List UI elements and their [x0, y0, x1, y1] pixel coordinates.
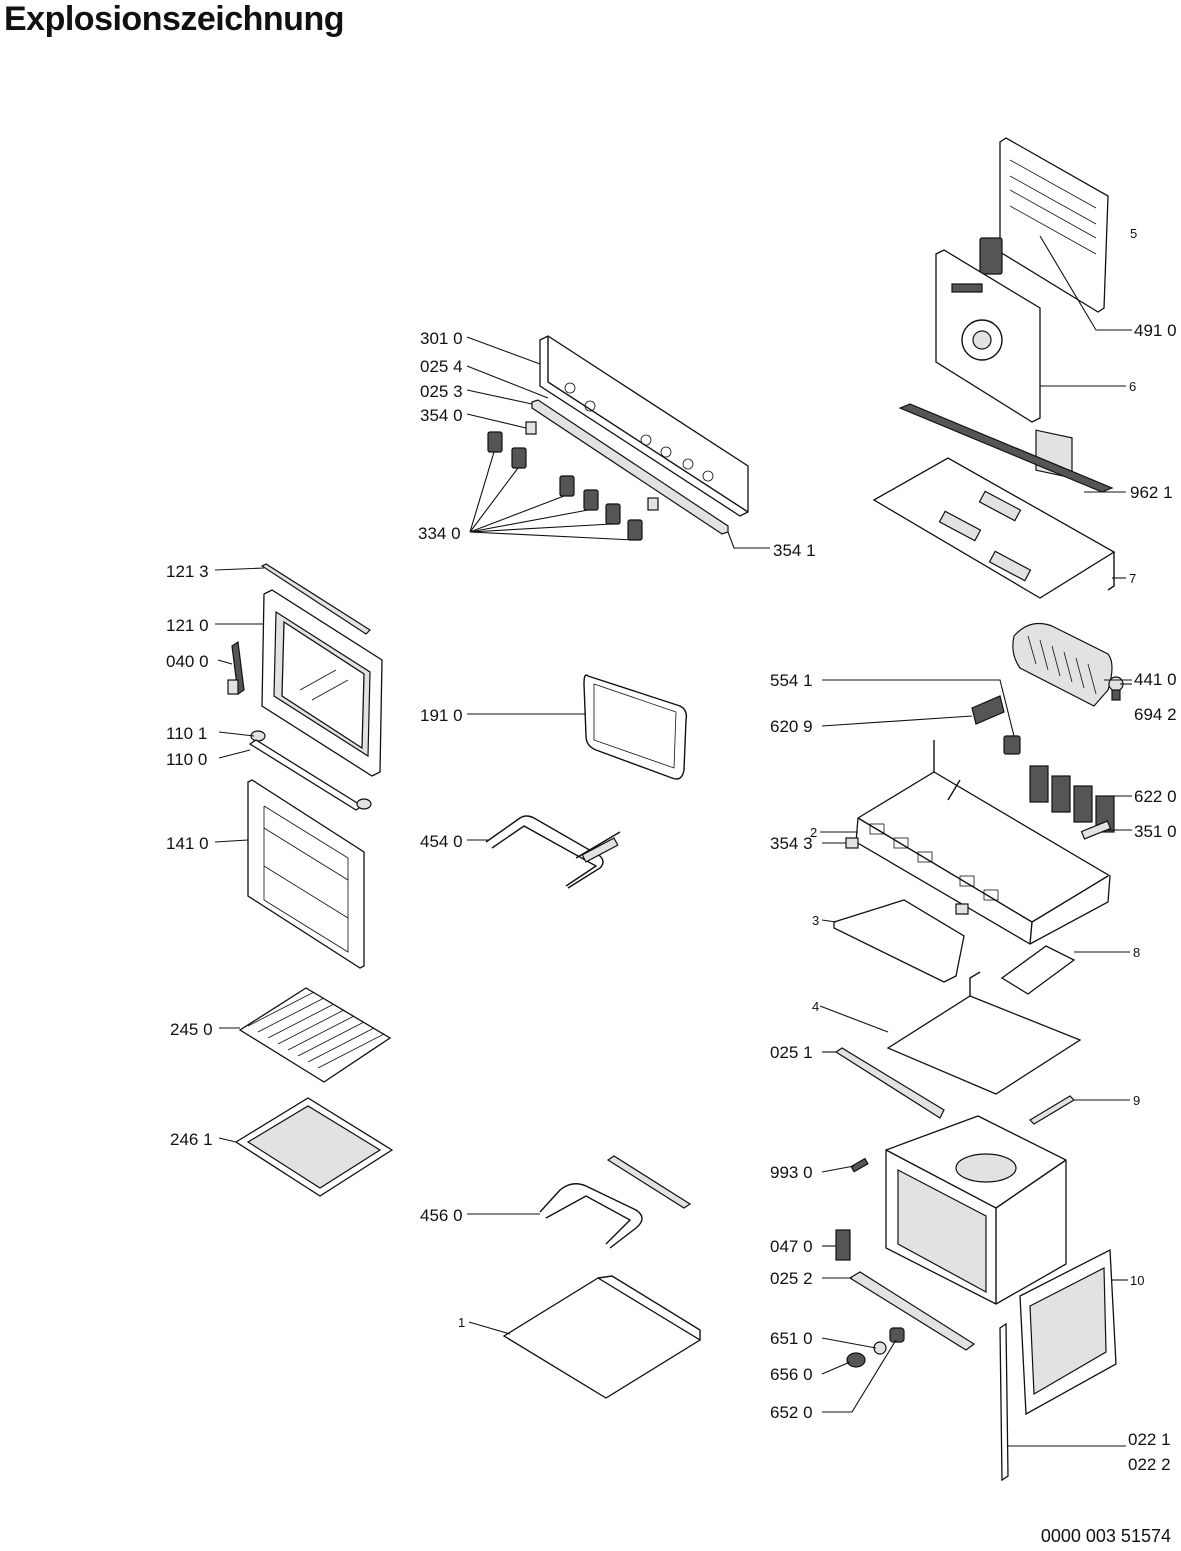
callout-121-0: 121 0: [166, 616, 209, 635]
door-inner-frame-part: [261, 589, 383, 777]
top-heating-element-part: [485, 815, 621, 889]
callout-301-0: 301 0: [420, 329, 463, 348]
door-hinge-part: [227, 640, 245, 696]
callout-2: 2: [810, 825, 817, 840]
bottom-heating-element-part: [539, 1155, 692, 1249]
callout-8: 8: [1133, 945, 1140, 960]
bottom-cover-plate-part: [502, 1275, 702, 1399]
thermostat-part: [971, 695, 1005, 725]
callout-246-1: 246 1: [170, 1130, 213, 1149]
callout-962-1: 962 1: [1130, 483, 1173, 502]
callout-10: 10: [1130, 1273, 1144, 1288]
callout-5: 5: [1130, 226, 1137, 241]
outer-door-glass-part: [247, 779, 365, 969]
clip-part: [835, 1157, 869, 1261]
callout-656-0: 656 0: [770, 1365, 813, 1384]
lamp-holder-part: [1080, 820, 1112, 840]
door-seal-part: [583, 674, 688, 780]
callout-354-3: 354 3: [770, 834, 813, 853]
wire-rack-part: [238, 987, 392, 1083]
control-panel-part: [539, 335, 749, 517]
callout-6: 6: [1129, 379, 1136, 394]
hinge-rail-part: [999, 1322, 1009, 1482]
seal-strip-part: [898, 403, 1114, 493]
callout-354-1: 354 1: [773, 541, 816, 560]
callout-110-1: 110 1: [166, 724, 207, 743]
callout-1: 1: [458, 1315, 465, 1330]
callout-022-1: 022 1: [1128, 1430, 1171, 1449]
callout-456-0: 456 0: [420, 1206, 463, 1225]
top-cover-plate-part: [872, 457, 1116, 599]
callout-3: 3: [812, 913, 819, 928]
knob-parts: [846, 1327, 905, 1368]
callout-047-0: 047 0: [770, 1237, 813, 1256]
callout-025-2: 025 2: [770, 1269, 813, 1288]
callout-025-3: 025 3: [420, 382, 463, 401]
callout-7: 7: [1129, 571, 1136, 586]
bracket-part: [1000, 945, 1076, 995]
callout-993-0: 993 0: [770, 1163, 813, 1182]
callout-025-1: 025 1: [770, 1043, 813, 1062]
callout-245-0: 245 0: [170, 1020, 213, 1039]
callout-622-0: 622 0: [1134, 787, 1177, 806]
door-top-strip-part: [260, 563, 371, 635]
callout-454-0: 454 0: [420, 832, 463, 851]
callout-040-0: 040 0: [166, 652, 209, 671]
side-rail-left-part: [834, 1047, 945, 1119]
callout-441-0: 441 0: [1134, 670, 1177, 689]
callout-491-0: 491 0: [1134, 321, 1177, 340]
control-chassis-part: [855, 740, 1111, 945]
callout-121-3: 121 3: [166, 562, 209, 581]
rear-panel-part: [935, 249, 1041, 423]
callout-334-0: 334 0: [418, 524, 461, 543]
motor-bracket-part: [979, 237, 1003, 275]
base-plate-part: [886, 971, 1082, 1095]
callout-9: 9: [1133, 1093, 1140, 1108]
timer-switch-part: [1003, 735, 1021, 755]
side-rail-right-part: [1029, 1095, 1075, 1125]
callout-022-2: 022 2: [1128, 1455, 1171, 1474]
front-trim-rail-part: [848, 1271, 976, 1351]
callout-620-9: 620 9: [770, 717, 813, 736]
tangential-fan-part: [1012, 623, 1113, 707]
callout-labels: 301 0 025 4 025 3 354 0 334 0 354 1 121 …: [166, 226, 1177, 1474]
page-title: Explosionszeichnung: [4, 0, 344, 38]
duct-part: [833, 899, 965, 983]
baking-tray-part: [234, 1097, 394, 1197]
callout-651-0: 651 0: [770, 1329, 813, 1348]
side-panel-part: [1019, 1248, 1117, 1416]
callout-025-4: 025 4: [420, 357, 463, 376]
callout-694-2: 694 2: [1134, 705, 1177, 724]
callout-191-0: 191 0: [420, 706, 463, 725]
callout-354-0: 354 0: [420, 406, 463, 425]
callout-652-0: 652 0: [770, 1403, 813, 1422]
leader-lines: [214, 235, 1132, 1447]
callout-141-0: 141 0: [166, 834, 209, 853]
document-number: 0000 003 51574: [1040, 1526, 1171, 1546]
rear-cover-part: [999, 137, 1109, 479]
switch-block-part: [1029, 765, 1115, 833]
callout-351-0: 351 0: [1134, 822, 1177, 841]
callout-4: 4: [812, 999, 819, 1014]
callout-554-1: 554 1: [770, 671, 813, 690]
callout-110-0: 110 0: [166, 750, 207, 769]
switch-knob-parts: [487, 431, 643, 541]
oven-cavity-part: [885, 1115, 1067, 1305]
door-handle-parts: [248, 730, 372, 811]
